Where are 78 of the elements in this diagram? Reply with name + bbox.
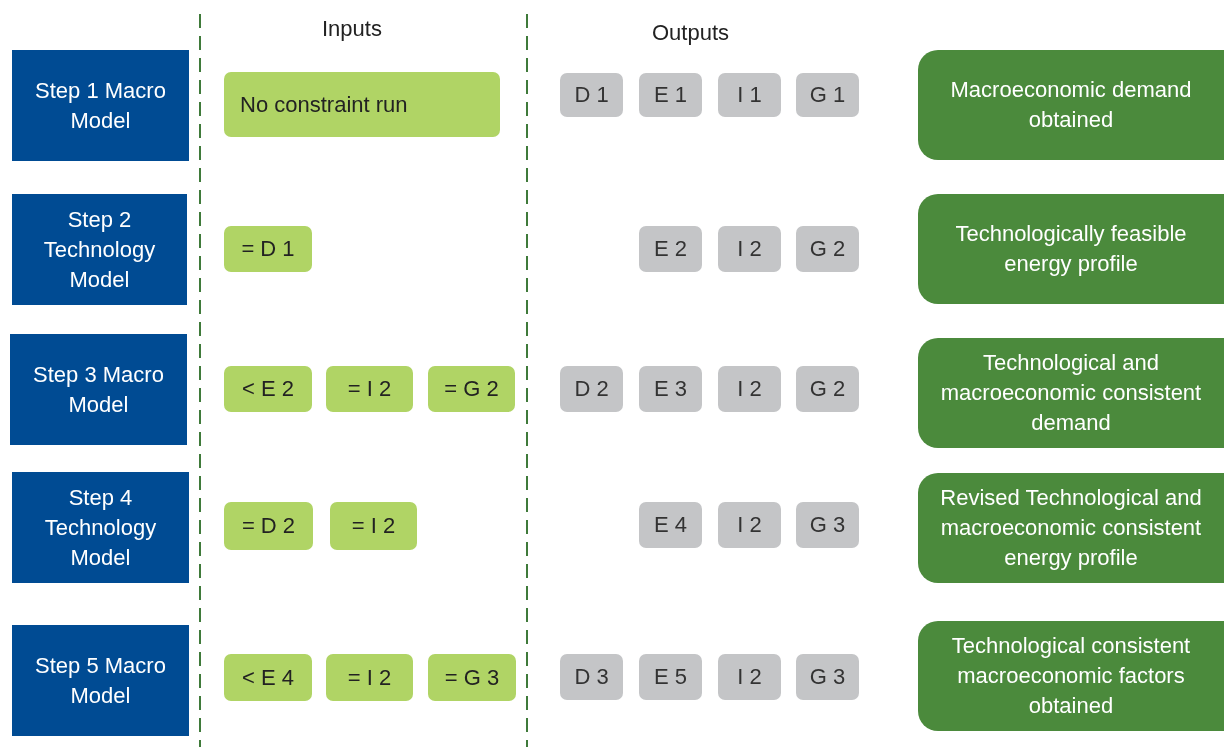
output-label: E 2 — [654, 235, 687, 263]
output-label: D 3 — [574, 663, 609, 691]
output-box — [560, 654, 623, 700]
output-label: G 1 — [809, 81, 846, 109]
step-label: Step 5 Macro Model — [34, 651, 167, 710]
result-label: Macroeconomic demand obtained — [949, 76, 1193, 134]
output-label: G 3 — [809, 663, 846, 691]
output-label: E 1 — [654, 81, 687, 109]
output-box — [796, 73, 859, 117]
input-box — [428, 366, 515, 412]
result-box — [918, 621, 1224, 731]
output-box — [639, 654, 702, 700]
input-box — [224, 654, 312, 701]
result-label: Revised Technological and macroeconomic consistent energy profile — [939, 484, 1203, 572]
step-box — [12, 194, 187, 305]
input-label: < E 2 — [242, 375, 294, 403]
input-box — [224, 502, 313, 550]
output-box — [796, 654, 859, 700]
output-box — [718, 226, 781, 272]
input-label: = G 2 — [444, 375, 499, 403]
output-box — [718, 366, 781, 412]
result-box — [918, 194, 1224, 304]
output-label: E 3 — [654, 375, 687, 403]
output-box — [796, 502, 859, 548]
input-box — [224, 72, 500, 137]
output-label: D 1 — [574, 81, 609, 109]
input-label: = G 3 — [444, 663, 500, 692]
result-box — [918, 338, 1224, 448]
output-box — [796, 226, 859, 272]
input-label: = I 2 — [351, 512, 396, 540]
output-label: I 2 — [737, 511, 762, 539]
output-box — [718, 502, 781, 548]
output-box — [560, 366, 623, 412]
output-box — [560, 73, 623, 117]
step-label: Step 3 Macro Model — [32, 360, 165, 419]
column-heading: Inputs — [322, 16, 382, 42]
result-box — [918, 473, 1224, 583]
step-box — [12, 472, 189, 583]
output-label: E 5 — [654, 663, 687, 691]
output-box — [639, 502, 702, 548]
output-label: I 1 — [737, 81, 762, 109]
output-box — [639, 73, 702, 117]
output-label: I 2 — [737, 235, 762, 263]
input-label: = I 2 — [347, 663, 392, 692]
output-box — [718, 73, 781, 117]
input-label: = I 2 — [347, 375, 392, 403]
input-box — [330, 502, 417, 550]
input-box — [326, 366, 413, 412]
step-box — [12, 50, 189, 161]
step-box — [12, 625, 189, 736]
column-heading: Outputs — [652, 20, 730, 46]
step-box — [10, 334, 187, 445]
output-label: G 2 — [809, 235, 846, 263]
output-label: E 4 — [654, 511, 687, 539]
input-label: = D 2 — [241, 512, 296, 540]
output-label: I 2 — [737, 663, 762, 691]
input-box — [224, 366, 312, 412]
output-label: G 3 — [809, 511, 846, 539]
output-label: D 2 — [574, 375, 609, 403]
step-label: Step 2 Technology Model — [42, 205, 157, 294]
output-box — [639, 366, 702, 412]
output-box — [639, 226, 702, 272]
step-label: Step 4 Technology Model — [43, 483, 158, 572]
result-label: Technological consistent macroeconomic factors obtained — [950, 632, 1192, 720]
result-box — [918, 50, 1224, 160]
result-label: Technologically feasible energy profile — [954, 220, 1188, 278]
input-box — [428, 654, 516, 701]
output-label: I 2 — [737, 375, 762, 403]
step-label: Step 1 Macro Model — [34, 76, 167, 135]
output-box — [718, 654, 781, 700]
result-label: Technological and macroeconomic consistent demand — [939, 349, 1203, 437]
output-label: G 2 — [809, 375, 846, 403]
input-label: < E 4 — [242, 663, 294, 692]
output-box — [796, 366, 859, 412]
input-box — [224, 226, 312, 272]
input-label: No constraint run — [240, 90, 408, 119]
input-label: = D 1 — [241, 235, 295, 263]
input-box — [326, 654, 413, 701]
